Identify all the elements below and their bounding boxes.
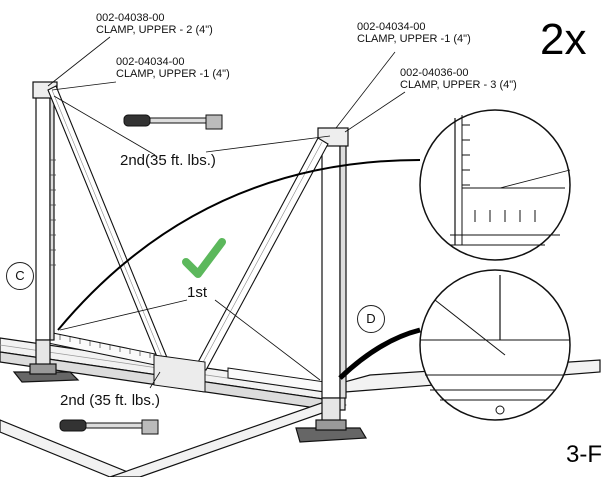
left-scale-ticks <box>59 335 151 358</box>
detail-circle-lower <box>419 269 571 421</box>
part-number: 002-04036-00 <box>400 67 469 79</box>
torque-wrench-icon <box>59 419 159 435</box>
part-label-4: 002-04036-00 CLAMP, UPPER - 3 (4") <box>400 67 517 91</box>
part-number: 002-04034-00 <box>116 56 185 68</box>
part-leader-lines <box>47 36 406 133</box>
torque-label-first: 1st <box>187 284 208 301</box>
left-upright <box>12 81 80 383</box>
part-description: CLAMP, UPPER - 2 (4") <box>96 24 213 36</box>
torque-leader-lines <box>53 95 331 389</box>
part-number: 002-04038-00 <box>96 12 165 24</box>
page-id: 3-F <box>566 441 602 468</box>
torque-label-lower: 2nd (35 ft. lbs.) <box>60 392 161 409</box>
detail-leaders <box>57 159 421 380</box>
check-icon <box>182 238 226 278</box>
page-id-box <box>555 431 616 477</box>
torque-label-upper: 2nd(35 ft. lbs.) <box>120 152 216 169</box>
detail-circle-upper <box>419 109 571 261</box>
center-bracket <box>153 354 206 393</box>
callout-c: C <box>6 262 34 290</box>
part-number: 002-04034-00 <box>357 21 426 33</box>
part-label-1: 002-04038-00 CLAMP, UPPER - 2 (4") <box>96 12 213 36</box>
left-upright-ticks <box>50 159 56 266</box>
callout-d: D <box>357 305 385 333</box>
right-upright <box>295 127 368 443</box>
part-description: CLAMP, UPPER -1 (4") <box>116 68 230 80</box>
part-label-3: 002-04034-00 CLAMP, UPPER -1 (4") <box>357 21 471 45</box>
torque-wrench-icon <box>123 114 223 130</box>
part-label-2: 002-04034-00 CLAMP, UPPER -1 (4") <box>116 56 230 80</box>
part-description: CLAMP, UPPER -1 (4") <box>357 33 471 45</box>
part-description: CLAMP, UPPER - 3 (4") <box>400 79 517 91</box>
quantity-label: 2x <box>540 15 587 64</box>
braces <box>47 85 329 371</box>
